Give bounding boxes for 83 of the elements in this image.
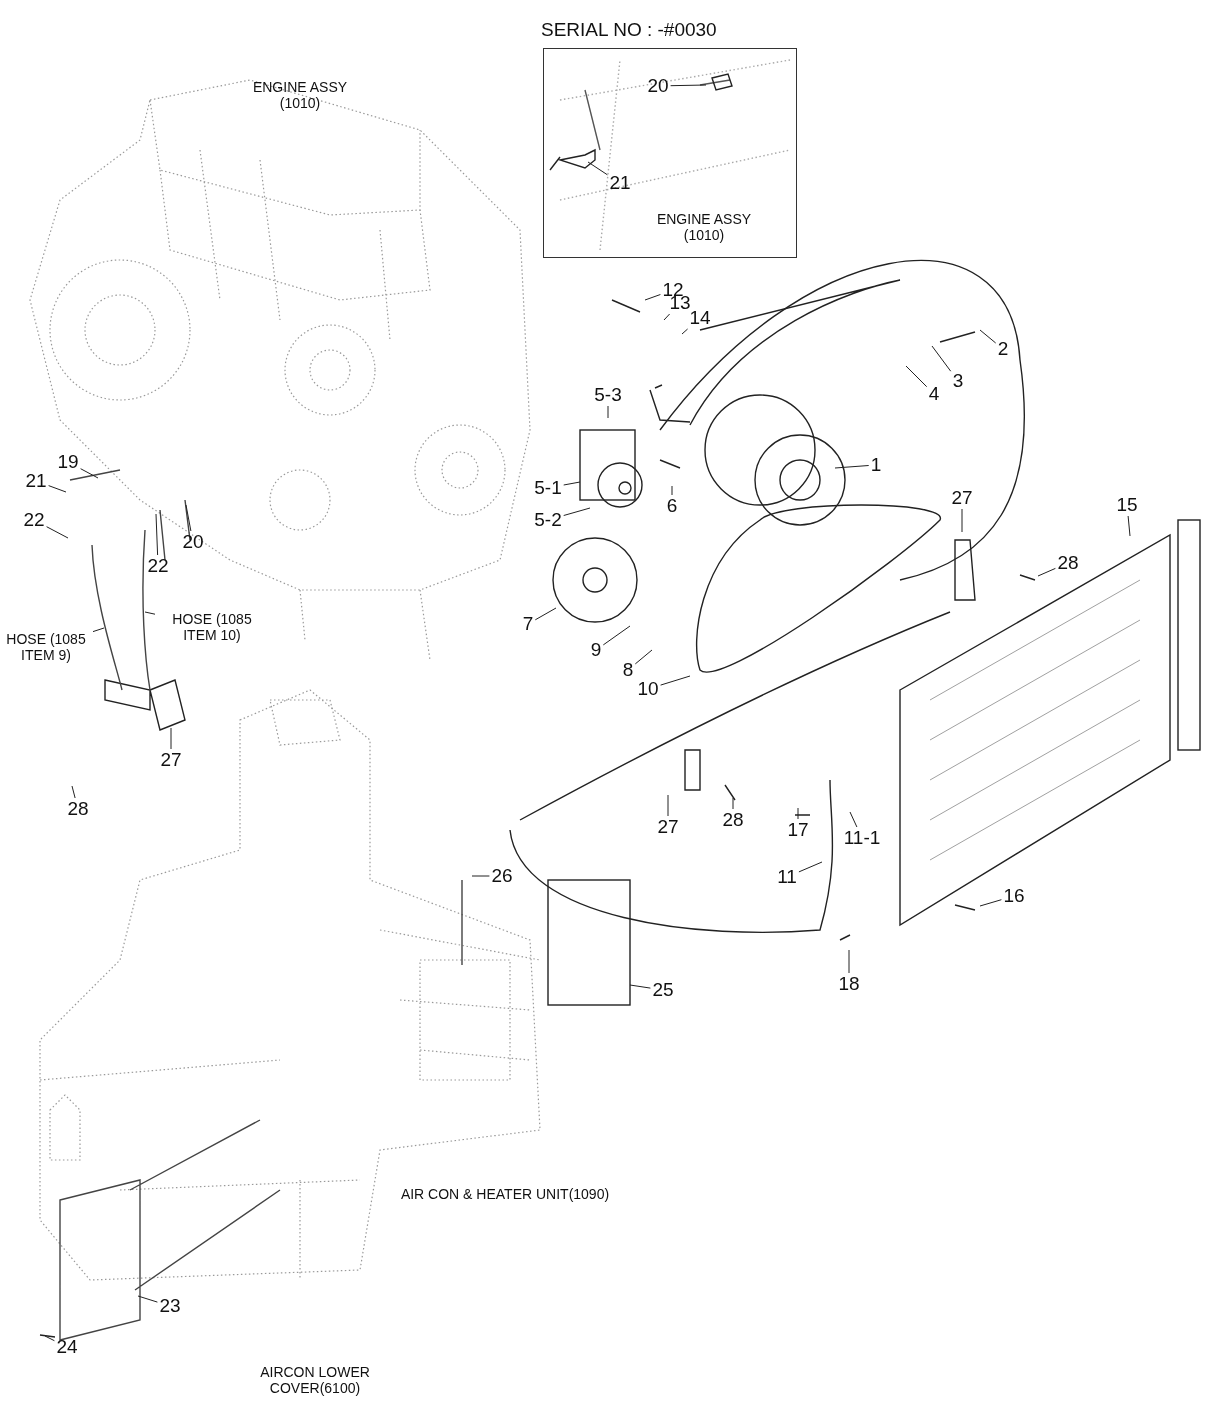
assembly-reference-text: ENGINE ASSY (1010)	[251, 79, 349, 111]
leader-line	[979, 899, 1002, 907]
leader-line	[671, 485, 673, 496]
leader-line	[602, 625, 631, 646]
callout-number: 21	[25, 471, 47, 491]
callout-number: 27	[657, 817, 679, 837]
leader-line	[155, 513, 159, 556]
leader-line	[1037, 567, 1056, 577]
callout-number: 27	[160, 750, 182, 770]
callout-number: 22	[147, 556, 169, 576]
leader-line	[80, 468, 99, 479]
callout-number: 5-2	[534, 510, 562, 530]
callout-number: 5-1	[534, 478, 562, 498]
leader-line	[587, 161, 608, 176]
callout-number: 9	[590, 640, 602, 660]
leader-line	[849, 811, 858, 828]
callout-number: 4	[928, 384, 940, 404]
callout-number: 2	[997, 339, 1009, 359]
leader-line	[185, 504, 192, 532]
callout-number: 6	[666, 496, 678, 516]
leader-line	[44, 1335, 55, 1342]
callout-number: 3	[952, 371, 964, 391]
leader-line	[663, 313, 671, 321]
callout-number: 7	[522, 614, 534, 634]
callout-number: 20	[647, 76, 669, 96]
callout-number: 18	[838, 974, 860, 994]
part-reference-text: HOSE (1085 ITEM 10)	[157, 611, 267, 643]
leader-line	[667, 794, 669, 817]
leader-line	[1127, 515, 1131, 537]
leader-line	[961, 508, 963, 533]
leader-line	[534, 607, 557, 621]
callout-number: 28	[1057, 553, 1079, 573]
leader-line	[144, 611, 156, 615]
callout-number: 8	[622, 660, 634, 680]
assembly-reference-text: ENGINE ASSY (1010)	[655, 211, 753, 243]
callout-number: 16	[1003, 886, 1025, 906]
leader-line	[563, 481, 581, 486]
callout-number: 28	[722, 810, 744, 830]
callout-number: 22	[23, 510, 45, 530]
leader-line	[634, 649, 653, 665]
leader-line	[71, 785, 76, 799]
inset-heading: SERIAL NO : -#0030	[541, 19, 717, 41]
callout-number: 11-1	[843, 828, 881, 848]
callout-number: 24	[56, 1337, 78, 1357]
leader-line	[834, 465, 870, 469]
leader-line	[607, 405, 609, 419]
callout-number: 23	[159, 1296, 181, 1316]
leader-line	[660, 675, 691, 686]
leader-line	[798, 861, 823, 873]
leader-line	[170, 727, 172, 750]
leader-line	[471, 875, 490, 877]
leader-line	[137, 1295, 158, 1303]
leader-line	[905, 365, 928, 388]
callout-number: 25	[652, 980, 674, 1000]
leader-line	[563, 507, 591, 516]
callout-number: 11	[777, 867, 797, 887]
leader-line	[92, 627, 105, 633]
leader-line	[848, 949, 850, 974]
leader-line	[644, 294, 661, 301]
callout-number: 17	[787, 820, 809, 840]
leader-line	[979, 329, 997, 344]
leader-line	[670, 84, 707, 87]
leader-line	[732, 797, 734, 810]
callout-number: 5-3	[594, 385, 622, 405]
callout-number: 15	[1116, 495, 1138, 515]
callout-number: 26	[491, 866, 513, 886]
part-reference-text: HOSE (1085 ITEM 9)	[1, 631, 91, 663]
callout-number: 28	[67, 799, 89, 819]
callout-number: 20	[182, 532, 204, 552]
leader-line	[681, 328, 689, 335]
leader-line	[48, 485, 67, 493]
leader-line	[46, 526, 69, 539]
callout-number: 19	[57, 452, 79, 472]
callout-number: 14	[689, 308, 711, 328]
assembly-reference-text: AIR CON & HEATER UNIT(1090)	[400, 1186, 610, 1202]
callout-number: 1	[870, 455, 882, 475]
assembly-reference-text: AIRCON LOWER COVER(6100)	[259, 1364, 371, 1396]
callout-number: 21	[609, 173, 631, 193]
leader-line	[797, 807, 799, 820]
callout-number: 10	[637, 679, 659, 699]
callout-number: 27	[951, 488, 973, 508]
leader-line	[931, 345, 952, 372]
leader-line	[629, 984, 651, 989]
